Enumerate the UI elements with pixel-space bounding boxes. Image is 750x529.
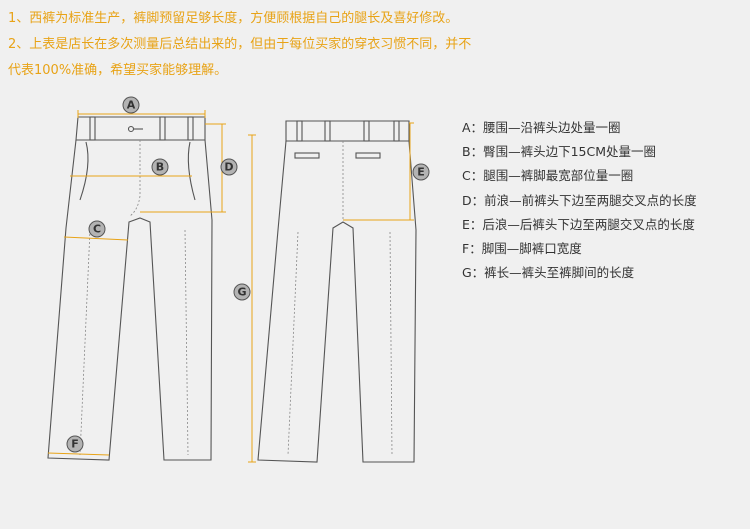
note-line-1: 1、西裤为标准生产，裤脚预留足够长度，方便顾根据自己的腿长及喜好修改。 [8,11,459,26]
legend-item-d: D：前浪—前裤头下边至两腿交叉点的长度 [462,192,697,208]
back-pocket-right [355,152,381,159]
measure-lines [47,110,414,463]
badge-b: B [151,158,169,176]
legend-item-c: C：腿围—裤脚最宽部位量一圈 [462,168,634,184]
badge-g-text: G [237,286,246,299]
badge-b-text: B [156,161,164,174]
badge-e-text: E [417,166,425,179]
badge-c-text: C [93,223,101,236]
legend-item-b: B：臀围—裤头边下15CM处量一圈 [462,144,656,160]
legend-item-a: A：腰围—沿裤头边处量一圈 [462,120,621,135]
badge-f-text: F [71,438,79,451]
note-line-3: 代表100%准确，希望买家能够理解。 [8,63,228,78]
note-line-2: 2、上表是店长在多次测量后总结出来的，但由于每位买家的穿衣习惯不同，并不 [8,37,472,52]
badge-a: A [122,96,140,114]
size-notes: 1、西裤为标准生产，裤脚预留足够长度，方便顾根据自己的腿长及喜好修改。 2、上表… [8,6,748,84]
legend-item-g: G：裤长—裤头至裤脚间的长度 [462,265,635,281]
badge-g: G [233,283,251,301]
badge-a-text: A [127,99,136,112]
button-icon [127,125,135,133]
badge-f: F [66,435,84,453]
measurement-legend: A：腰围—沿裤头边处量一圈 B：臀围—裤头边下15CM处量一圈 C：腿围—裤脚最… [462,116,697,285]
legend-item-e: E：后浪—后裤头下边至两腿交叉点的长度 [462,216,695,232]
back-pants-outline [257,120,417,463]
front-pants-outline [47,116,213,461]
badge-e: E [412,163,430,181]
badge-c: C [88,220,106,238]
badge-d: D [220,158,238,176]
back-pocket-left [294,152,320,159]
badge-d-text: D [224,161,233,174]
legend-item-f: F：脚围—脚裤口宽度 [462,241,582,257]
